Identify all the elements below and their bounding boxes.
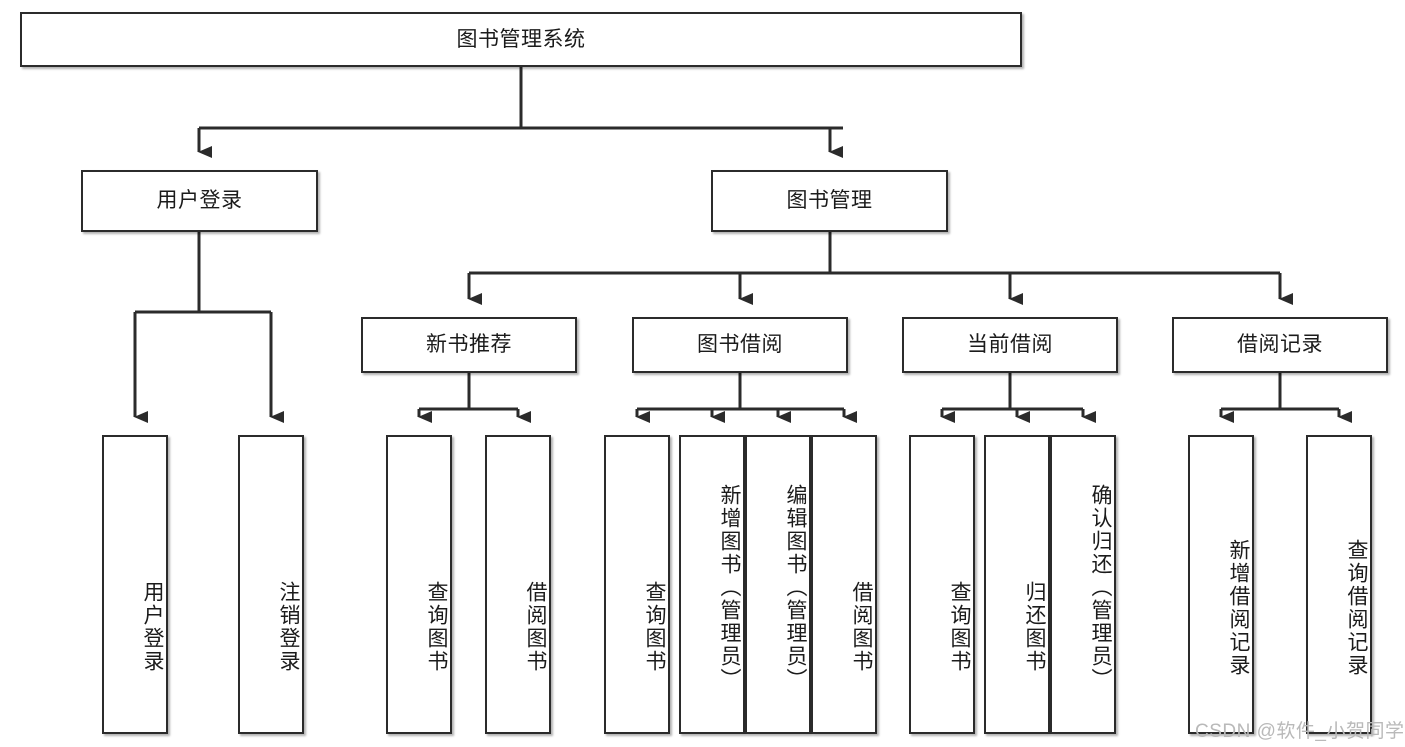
node-leaf-return-book[interactable]: 归还图书 xyxy=(984,435,1050,734)
node-leaf-borrow-book-rec-label: 借阅图书 xyxy=(524,580,547,673)
node-leaf-query-record[interactable]: 查询借阅记录 xyxy=(1306,435,1372,734)
node-book-borrow[interactable]: 图书借阅 xyxy=(632,317,848,373)
node-leaf-add-book-label: 新增图书（管理员） xyxy=(718,484,741,691)
node-leaf-add-book[interactable]: 新增图书（管理员） xyxy=(679,435,745,734)
node-leaf-edit-book[interactable]: 编辑图书（管理员） xyxy=(745,435,811,734)
node-leaf-query-book-borrow[interactable]: 查询图书 xyxy=(604,435,670,734)
node-book-borrow-label: 图书借阅 xyxy=(697,333,783,357)
node-leaf-return-book-label: 归还图书 xyxy=(1023,580,1046,673)
node-book-manage[interactable]: 图书管理 xyxy=(711,170,948,232)
node-new-book-rec[interactable]: 新书推荐 xyxy=(361,317,577,373)
node-leaf-user-login[interactable]: 用户登录 xyxy=(102,435,168,734)
node-leaf-confirm-return[interactable]: 确认归还（管理员） xyxy=(1050,435,1116,734)
node-leaf-user-logout-label: 注销登录 xyxy=(277,580,300,673)
node-user-login-label: 用户登录 xyxy=(156,189,243,213)
node-book-manage-label: 图书管理 xyxy=(786,189,873,213)
node-leaf-borrow-book[interactable]: 借阅图书 xyxy=(811,435,877,734)
csdn-watermark: CSDN @软件_小贺同学 xyxy=(1195,721,1405,742)
node-leaf-edit-book-label: 编辑图书（管理员） xyxy=(784,484,807,691)
node-root[interactable]: 图书管理系统 xyxy=(20,12,1022,67)
node-current-borrow[interactable]: 当前借阅 xyxy=(902,317,1118,373)
node-leaf-borrow-book-rec[interactable]: 借阅图书 xyxy=(485,435,551,734)
node-leaf-query-book-rec-label: 查询图书 xyxy=(425,580,448,673)
node-leaf-query-book-borrow-label: 查询图书 xyxy=(643,580,666,673)
node-borrow-record-label: 借阅记录 xyxy=(1237,333,1323,357)
node-borrow-record[interactable]: 借阅记录 xyxy=(1172,317,1388,373)
node-leaf-query-book-cur-label: 查询图书 xyxy=(948,580,971,673)
node-leaf-borrow-book-label: 借阅图书 xyxy=(850,580,873,673)
node-new-book-rec-label: 新书推荐 xyxy=(426,333,512,357)
node-leaf-add-record[interactable]: 新增借阅记录 xyxy=(1188,435,1254,734)
node-current-borrow-label: 当前借阅 xyxy=(967,333,1053,357)
node-leaf-query-book-rec[interactable]: 查询图书 xyxy=(386,435,452,734)
node-leaf-confirm-return-label: 确认归还（管理员） xyxy=(1089,484,1112,691)
node-leaf-user-logout[interactable]: 注销登录 xyxy=(238,435,304,734)
node-leaf-add-record-label: 新增借阅记录 xyxy=(1227,538,1250,677)
node-root-label: 图书管理系统 xyxy=(456,27,586,51)
node-leaf-query-book-cur[interactable]: 查询图书 xyxy=(909,435,975,734)
node-user-login[interactable]: 用户登录 xyxy=(81,170,318,232)
node-leaf-query-record-label: 查询借阅记录 xyxy=(1345,538,1368,677)
node-leaf-user-login-label: 用户登录 xyxy=(141,580,164,673)
